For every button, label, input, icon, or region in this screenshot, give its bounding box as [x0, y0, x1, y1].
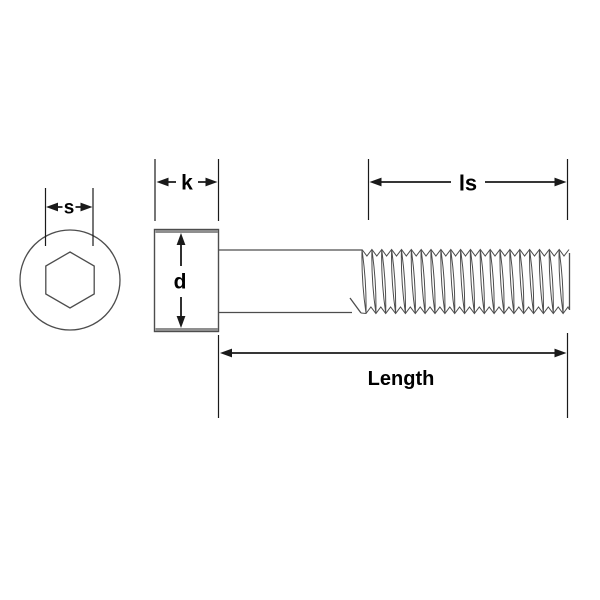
- thread-runout-line: [349, 297, 362, 314]
- thread-pattern: [360, 248, 570, 315]
- dim-ls-label: ls: [459, 171, 477, 196]
- dim-length-arrow-right: [554, 348, 567, 358]
- dim-d-arrow-down: [176, 316, 186, 328]
- thread-crest-bottom: [360, 306, 570, 315]
- dim-s-arrow-left: [46, 202, 58, 212]
- head-circle: [19, 229, 121, 331]
- dim-ls: ls: [367, 159, 569, 220]
- dim-s-label: s: [64, 198, 75, 219]
- dim-length: Length: [217, 333, 569, 418]
- dim-k: k: [154, 159, 220, 221]
- dim-length-label: Length: [368, 368, 435, 390]
- dim-k-arrow-left: [156, 177, 169, 187]
- dim-s: s: [44, 188, 94, 246]
- dimensions: s k ls: [44, 159, 569, 418]
- dim-ls-arrow-right: [554, 177, 567, 187]
- dim-ls-arrow-left: [369, 177, 382, 187]
- bolt-side-view: [153, 228, 571, 333]
- head-end-view: [19, 229, 121, 331]
- dim-s-arrow-right: [80, 202, 93, 212]
- screw-head: [153, 228, 220, 333]
- dim-d: d: [174, 233, 187, 328]
- hex-socket: [45, 251, 95, 309]
- dim-d-arrow-up: [176, 233, 186, 245]
- thread-crest-top: [361, 248, 570, 257]
- dim-k-arrow-right: [205, 177, 218, 187]
- head-edge-highlights: [155, 230, 218, 331]
- dim-d-label: d: [174, 271, 187, 294]
- thread-flank-lines: [361, 249, 564, 314]
- dim-length-arrow-left: [220, 348, 232, 358]
- dim-k-label: k: [181, 172, 193, 195]
